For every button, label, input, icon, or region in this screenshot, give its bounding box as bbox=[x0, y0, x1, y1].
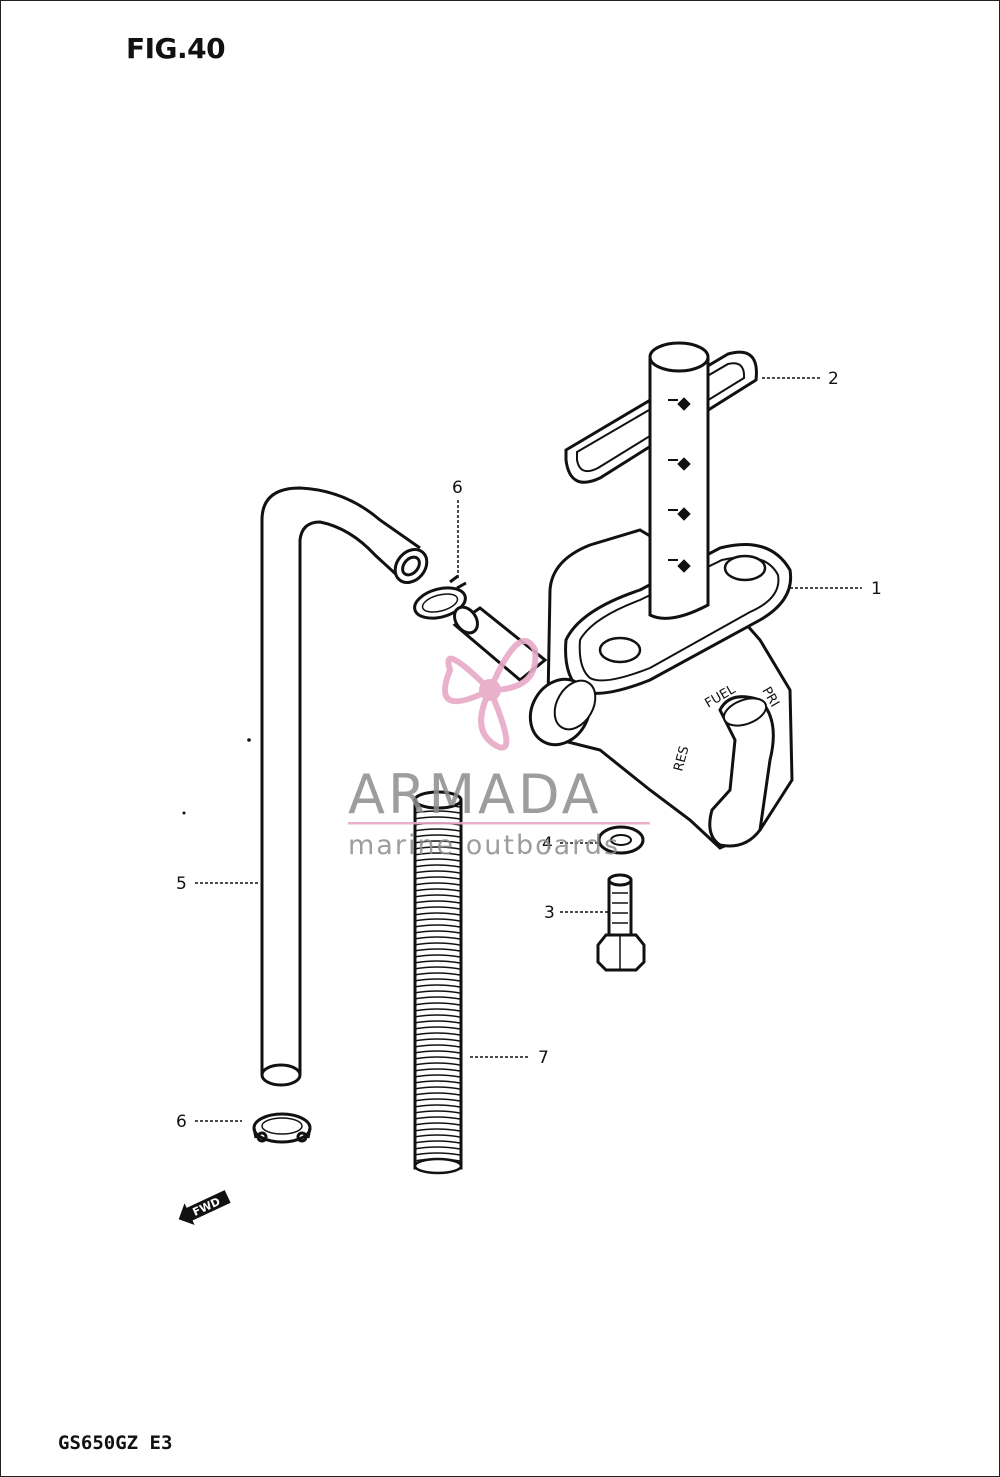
print-speck bbox=[182, 811, 186, 815]
callout-6-lower: 6 bbox=[176, 1112, 187, 1132]
callout-5: 5 bbox=[176, 874, 187, 894]
bolt-part bbox=[596, 873, 646, 972]
callout-leaders bbox=[195, 377, 862, 1122]
propeller-logo-icon bbox=[442, 638, 539, 751]
model-code: GS650GZ E3 bbox=[58, 1432, 173, 1454]
figure-title: FIG.40 bbox=[126, 32, 226, 65]
print-speck bbox=[247, 738, 251, 742]
watermark-tagline: marine outboards bbox=[348, 830, 620, 861]
callout-1: 1 bbox=[871, 579, 882, 599]
hose-clamp-lower-part bbox=[252, 1112, 312, 1144]
protector-spring-part bbox=[413, 790, 463, 1175]
fuel-cock-part bbox=[452, 341, 794, 850]
callout-3: 3 bbox=[544, 903, 555, 923]
fwd-label: FWD bbox=[191, 1195, 223, 1219]
callout-6-upper: 6 bbox=[452, 478, 463, 498]
hose-clamp-upper-part bbox=[413, 574, 467, 620]
callout-7: 7 bbox=[538, 1048, 549, 1068]
callout-numbers: 1 2 3 4 5 6 6 7 bbox=[176, 369, 882, 1132]
watermark-brand: ARMADA bbox=[348, 763, 602, 826]
callout-2: 2 bbox=[828, 369, 839, 389]
fuel-hose-part bbox=[260, 486, 429, 1087]
armada-watermark: ARMADA marine outboards bbox=[348, 638, 650, 861]
fwd-arrow-icon: FWD bbox=[178, 1190, 231, 1226]
washer-part bbox=[597, 825, 645, 855]
cock-label-res: RES bbox=[671, 745, 692, 774]
callout-4: 4 bbox=[542, 834, 553, 854]
